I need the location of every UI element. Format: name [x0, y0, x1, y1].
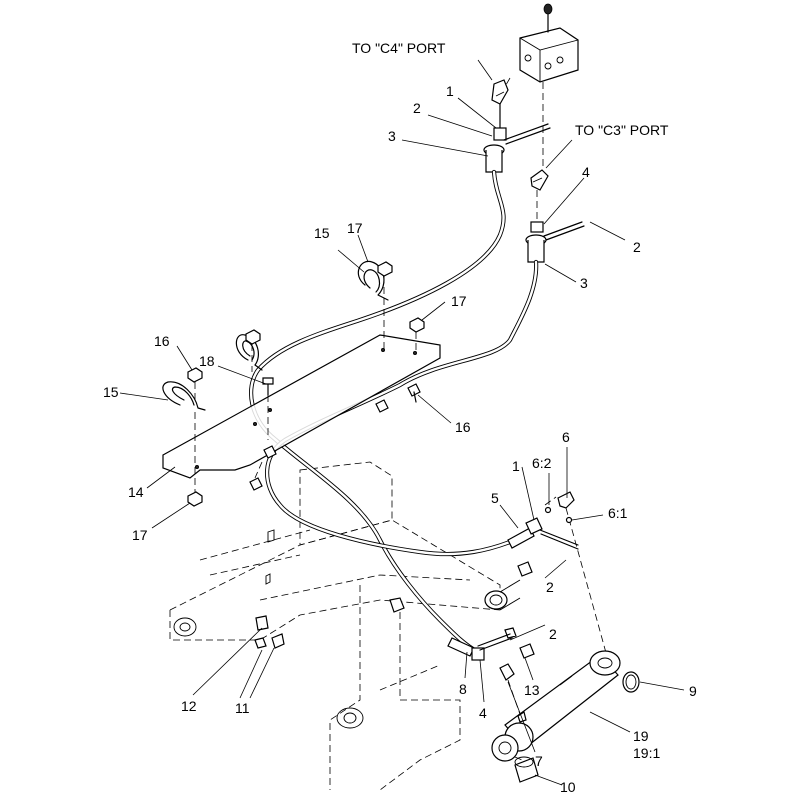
mounting-plate — [162, 334, 441, 479]
callout-4a: 4 — [582, 164, 590, 180]
hose-clamp-upper — [357, 260, 389, 301]
callout-14: 14 — [128, 484, 144, 500]
callout-19: 19 — [633, 728, 649, 744]
coupler-upper-left — [483, 103, 551, 173]
callout-9: 9 — [689, 683, 697, 699]
callout-3a: 3 — [388, 128, 396, 144]
coupler-upper-right — [525, 221, 585, 263]
control-valve — [499, 3, 579, 170]
callout-11: 11 — [235, 700, 250, 716]
callout-2a: 2 — [413, 100, 421, 116]
callout-6: 6 — [562, 429, 570, 445]
port-label-c3: TO "C3" PORT — [575, 122, 669, 138]
elbow-fitting-c3 — [530, 169, 549, 225]
callout-7: 7 — [535, 753, 543, 769]
callout-15a: 15 — [314, 225, 330, 241]
leader-lines — [119, 59, 685, 786]
hardware — [187, 261, 535, 659]
callout-17a: 17 — [347, 220, 363, 236]
hose-clamp-middle — [235, 334, 263, 371]
callout-15b: 15 — [103, 384, 119, 400]
callout-2b: 2 — [633, 239, 641, 255]
callout-17b: 17 — [451, 293, 467, 309]
callout-3b: 3 — [580, 275, 588, 291]
callout-1a: 1 — [446, 83, 454, 99]
elbow-fitting-c4 — [491, 79, 509, 105]
callout-13: 13 — [524, 682, 540, 698]
hose-clamp-left — [162, 381, 206, 411]
callout-10: 10 — [560, 779, 576, 795]
callout-6-2: 6:2 — [532, 455, 552, 471]
loader-frame — [169, 461, 521, 791]
callout-12: 12 — [181, 698, 197, 714]
port-label-c4: TO "C4" PORT — [352, 40, 446, 56]
labels: TO "C4" PORT TO "C3" PORT 1 2 3 4 2 3 17… — [103, 40, 697, 795]
callout-1b: 1 — [512, 458, 520, 474]
coupler-lower-right — [507, 491, 609, 661]
callout-2d: 2 — [549, 626, 557, 642]
callout-17c: 17 — [132, 527, 148, 543]
callout-18: 18 — [199, 353, 215, 369]
callout-6-1: 6:1 — [608, 505, 628, 521]
hydraulic-cylinder — [491, 650, 640, 783]
callout-8: 8 — [459, 681, 467, 697]
callout-5: 5 — [491, 490, 499, 506]
callout-19-1: 19:1 — [633, 745, 660, 761]
callout-16a: 16 — [154, 333, 170, 349]
callout-2c: 2 — [546, 579, 554, 595]
callout-4b: 4 — [479, 705, 487, 721]
callout-16b: 16 — [455, 419, 471, 435]
